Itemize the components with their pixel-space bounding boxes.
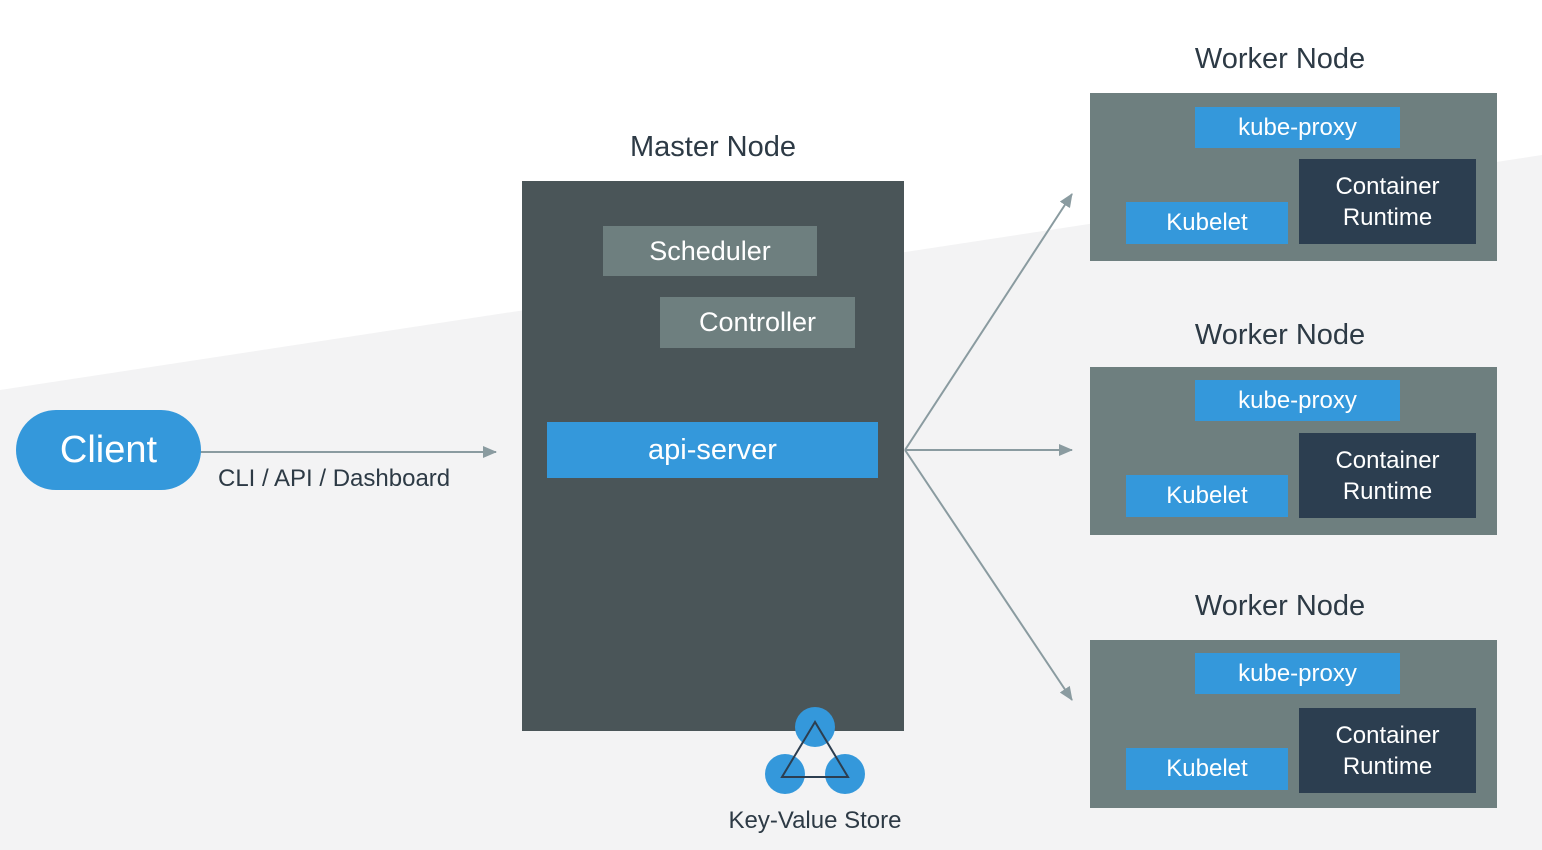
runtime-label-line1: Container [1335,721,1440,749]
key-value-store-label: Key-Value Store [728,807,902,834]
kubelet-label: Kubelet [1166,209,1248,236]
client-label: Client [59,428,158,471]
api-to-worker-3-arrow [904,449,1073,701]
kube-proxy-label: kube-proxy [1238,659,1357,687]
api-server-label: api-server [648,433,777,466]
worker-node-3-kube-proxy: kube-proxy [1195,653,1400,694]
runtime-label-line1: Container [1335,446,1440,474]
worker-node-3-kubelet: Kubelet [1126,748,1288,790]
worker-node-1-container-runtime: Container Runtime [1299,159,1476,244]
worker-node-2-kubelet: Kubelet [1126,475,1288,517]
runtime-label-line2: Runtime [1342,203,1433,231]
master-node-title: Master Node [629,131,796,163]
worker-node-1-kubelet: Kubelet [1126,202,1288,244]
connection-label: CLI / API / Dashboard [218,465,451,492]
controller-box: Controller [660,297,855,348]
worker-node-3-container-runtime: Container Runtime [1299,708,1476,793]
worker-node-1-title: Worker Node [1194,43,1366,75]
api-server-box: api-server [547,422,878,478]
worker-node-3-title: Worker Node [1194,590,1366,622]
controller-label: Controller [698,307,817,337]
scheduler-label: Scheduler [649,235,771,266]
runtime-label-line1: Container [1335,172,1440,200]
runtime-label-line2: Runtime [1342,752,1433,780]
worker-node-2-kube-proxy: kube-proxy [1195,380,1400,421]
worker-node-1-kube-proxy: kube-proxy [1195,107,1400,148]
api-to-worker-1-arrow [904,193,1073,451]
worker-node-2-container-runtime: Container Runtime [1299,433,1476,518]
runtime-label-line2: Runtime [1342,477,1433,505]
client-node: Client [16,410,201,490]
key-value-store-icon [765,707,865,794]
kube-proxy-label: kube-proxy [1238,386,1357,414]
scheduler-box: Scheduler [603,226,817,276]
worker-node-2-title: Worker Node [1194,319,1366,351]
kubelet-label: Kubelet [1166,755,1248,782]
kubelet-label: Kubelet [1166,482,1248,509]
kube-proxy-label: kube-proxy [1238,113,1357,141]
